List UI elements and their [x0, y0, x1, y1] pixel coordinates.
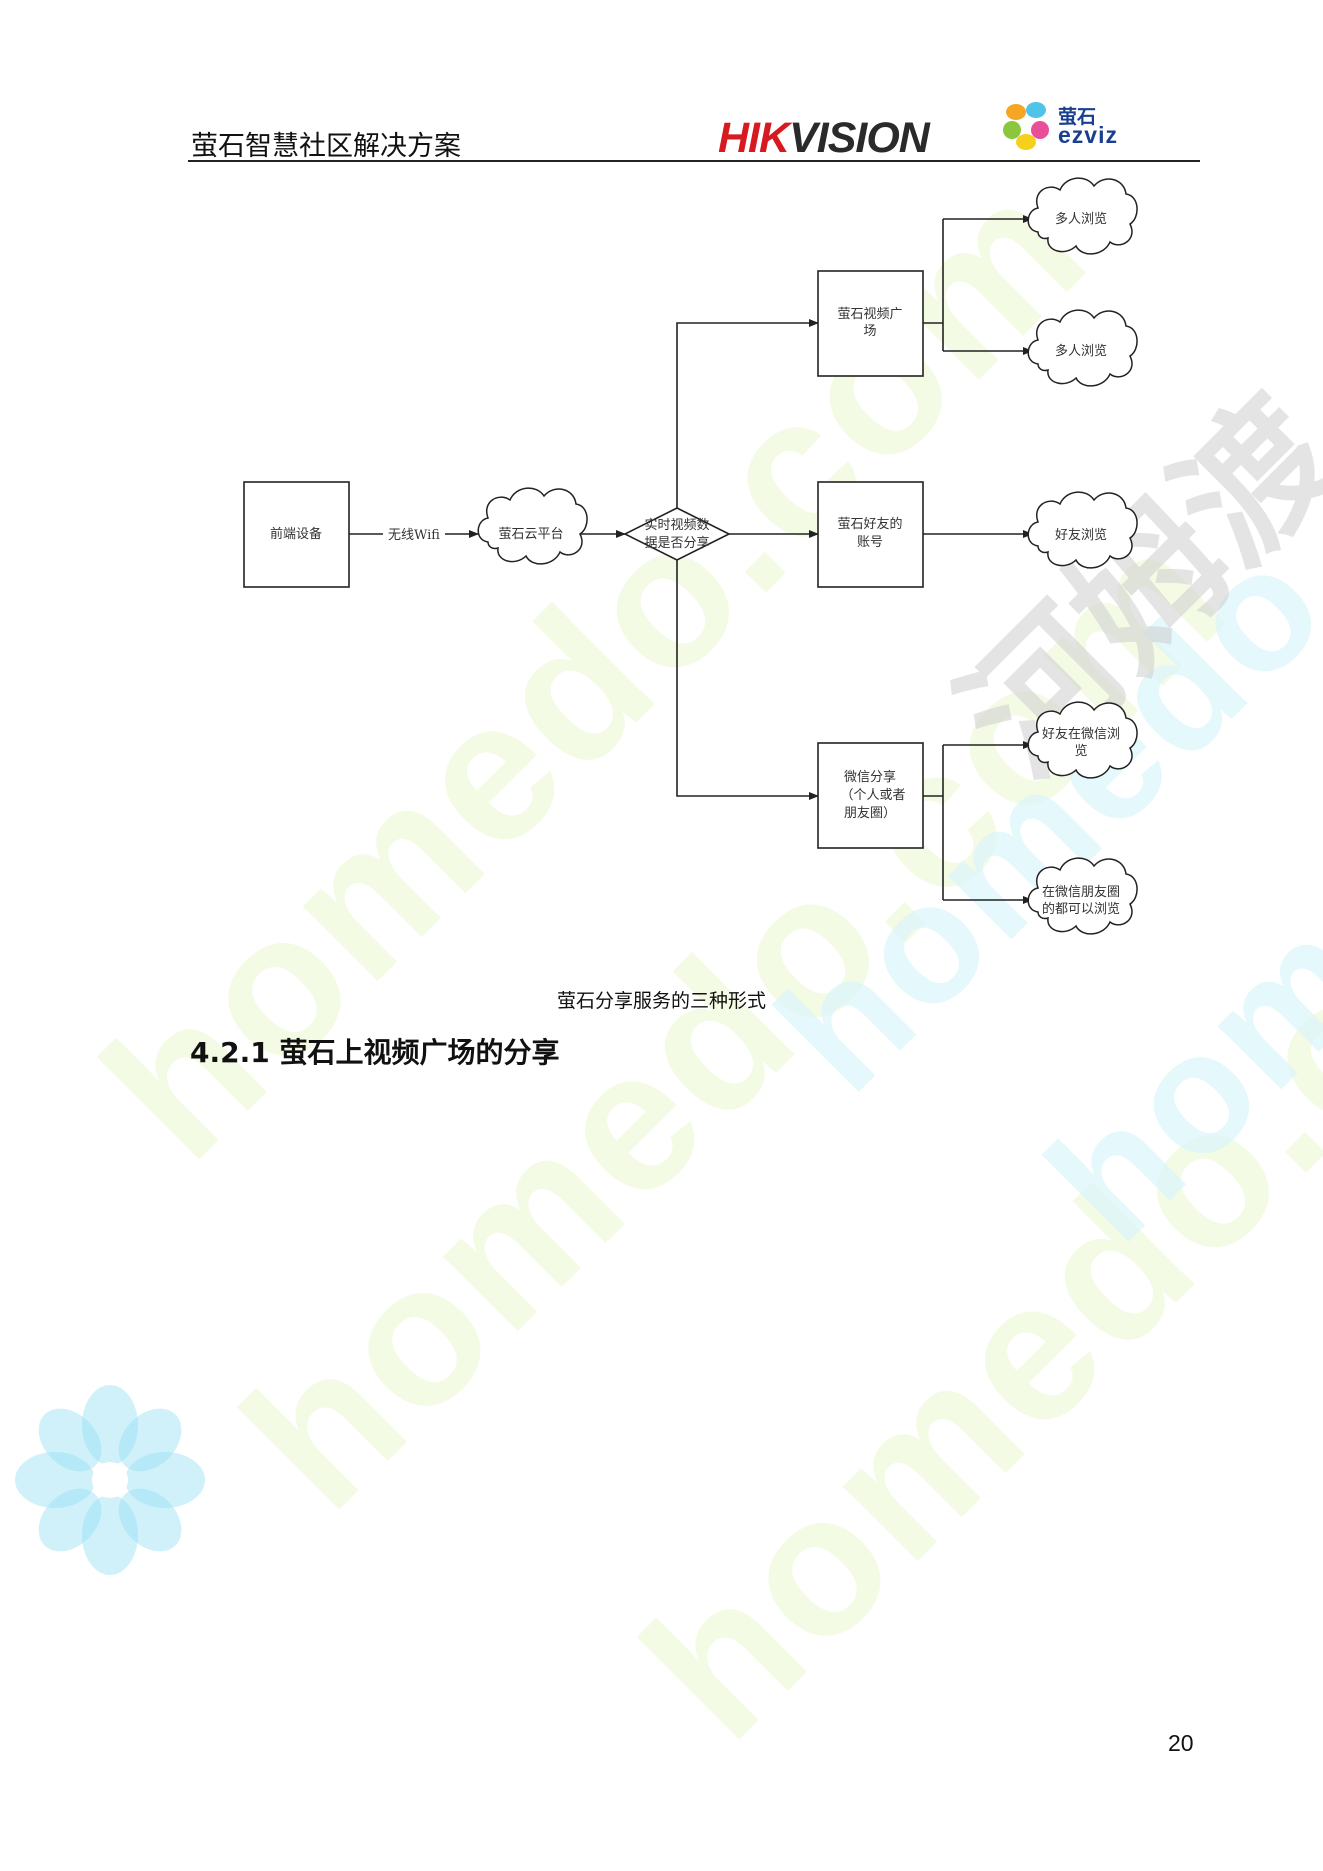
ezviz-logo-cn: 萤石	[1058, 106, 1097, 128]
node-decision-line1: 实时视频数	[644, 518, 709, 533]
node-cloud-platform: 萤石云平台	[477, 487, 588, 565]
flower-watermark-icon	[15, 1385, 205, 1575]
node-moments-view-line1: 在微信朋友圈	[1042, 884, 1120, 900]
page-header: 萤石智慧社区解决方案 HIKVISION 萤石 ezviz	[188, 102, 1200, 162]
hikvision-logo: HIKVISION	[718, 114, 930, 163]
node-moments-view-line2: 的都可以浏览	[1042, 901, 1120, 917]
node-multi-view-1: 多人浏览	[1027, 177, 1138, 255]
node-cloud-platform-label: 萤石云平台	[498, 527, 563, 542]
node-front-device-label: 前端设备	[270, 526, 322, 542]
node-friend-account-line2: 账号	[857, 535, 883, 550]
node-friend-view: 好友浏览	[1027, 491, 1138, 569]
node-decision: 实时视频数 据是否分享	[623, 507, 731, 561]
node-wechat-friend-view: 好友在微信浏 览	[1027, 701, 1138, 779]
node-wechat-friend-view-line2: 览	[1074, 743, 1087, 759]
flow-connectors	[349, 215, 1033, 904]
ezviz-logo: 萤石 ezviz	[1000, 98, 1140, 154]
node-friend-account: 萤石好友的 账号	[817, 481, 924, 588]
node-friend-view-label: 好友浏览	[1055, 527, 1107, 543]
node-wechat-share: 微信分享 （个人或者 朋友圈）	[817, 742, 924, 849]
node-wechat-share-line1: 微信分享	[844, 769, 896, 785]
ezviz-petal-icon	[1003, 102, 1049, 150]
page-number: 20	[1168, 1730, 1194, 1756]
sharing-flowchart: 无线Wifi 前端设备 萤石云平台 实时视频数 据是否分享 萤石视频广 场 萤石…	[243, 177, 1138, 935]
node-wechat-share-line3: 朋友圈）	[844, 805, 896, 821]
node-video-square-line1: 萤石视频广	[837, 307, 902, 322]
ezviz-logo-en: ezviz	[1058, 122, 1118, 148]
connector	[676, 560, 819, 800]
connector	[676, 319, 819, 508]
node-video-square-line2: 场	[863, 324, 876, 339]
node-wechat-friend-view-line1: 好友在微信浏	[1042, 726, 1120, 742]
node-friend-account-line1: 萤石好友的	[837, 516, 902, 532]
link-label-wifi: 无线Wifi	[388, 528, 440, 543]
hikvision-logo-part1: HIK	[718, 114, 790, 162]
figure-caption: 萤石分享服务的三种形式	[556, 990, 766, 1012]
link-label-bg	[383, 524, 445, 544]
node-decision-line2: 据是否分享	[644, 535, 709, 551]
header-title: 萤石智慧社区解决方案	[191, 131, 461, 162]
node-front-device: 前端设备	[243, 481, 350, 588]
node-wechat-share-line2: （个人或者	[840, 788, 905, 803]
node-multi-view-1-label: 多人浏览	[1055, 211, 1107, 227]
node-moments-view: 在微信朋友圈 的都可以浏览	[1027, 857, 1138, 935]
section-heading: 4.2.1 萤石上视频广场的分享	[190, 1036, 560, 1069]
node-multi-view-2-label: 多人浏览	[1055, 343, 1107, 359]
node-multi-view-2: 多人浏览	[1027, 309, 1138, 387]
hikvision-logo-part2: VISION	[789, 114, 930, 162]
node-video-square: 萤石视频广 场	[817, 270, 924, 377]
